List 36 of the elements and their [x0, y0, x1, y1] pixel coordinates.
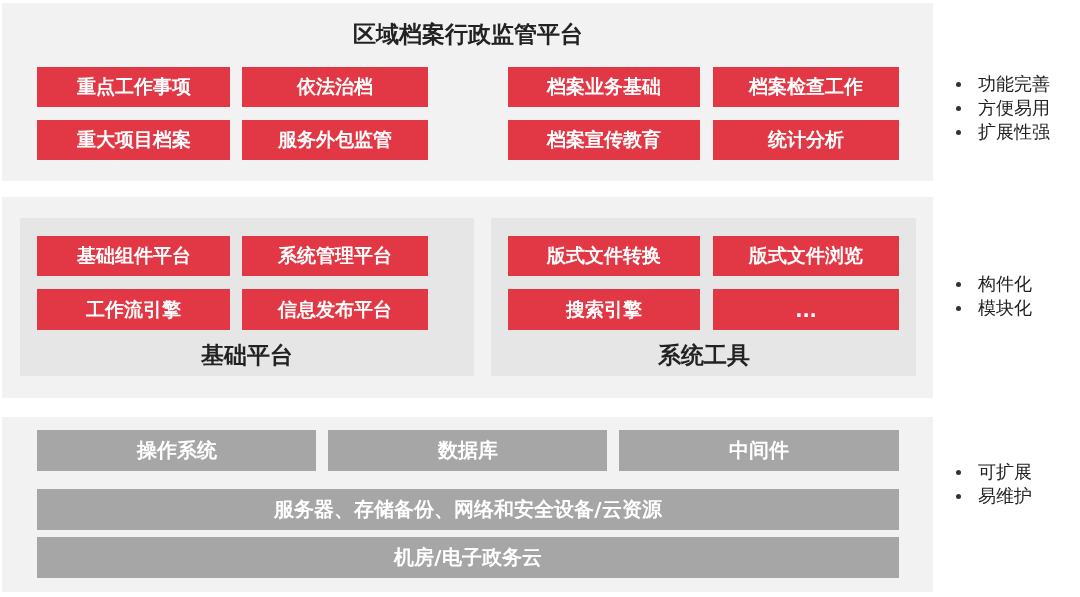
module-box: 档案宣传教育 [508, 120, 700, 160]
layer-heading: 基础平台 [201, 341, 293, 370]
module-box: 版式文件浏览 [713, 236, 899, 276]
infrastructure-box: 数据库 [328, 430, 607, 471]
module-box: 档案检查工作 [713, 67, 899, 107]
layer-heading: 系统工具 [657, 341, 750, 370]
feature-text: 易维护 [978, 484, 1032, 508]
module-box: 重大项目档案 [37, 120, 230, 160]
feature-text: 功能完善 [978, 72, 1050, 96]
group-panel [20, 218, 474, 376]
module-box: 信息发布平台 [242, 289, 428, 330]
module-box: 工作流引擎 [37, 289, 230, 330]
group-panel [491, 218, 916, 376]
layer-heading: 区域档案行政监管平台 [352, 20, 583, 49]
infrastructure-box: 服务器、存储备份、网络和安全设备/云资源 [37, 489, 899, 530]
module-box: 统计分析 [713, 120, 899, 160]
feature-text: 方便易用 [978, 96, 1050, 120]
layer-panel [2, 417, 933, 592]
layer-panel [2, 3, 933, 181]
infrastructure-box: 操作系统 [37, 430, 316, 471]
module-box: 档案业务基础 [508, 67, 700, 107]
feature-text: 构件化 [978, 272, 1032, 296]
module-box: 搜索引擎 [508, 289, 700, 330]
module-box: 依法治档 [242, 67, 428, 107]
infrastructure-box: 机房/电子政务云 [37, 537, 899, 578]
module-box: 基础组件平台 [37, 236, 230, 276]
module-box: 重点工作事项 [37, 67, 230, 107]
feature-text: 可扩展 [978, 460, 1032, 484]
feature-text: 模块化 [978, 296, 1032, 320]
module-box: ... [713, 289, 899, 330]
infrastructure-box: 中间件 [619, 430, 899, 471]
module-box: 系统管理平台 [242, 236, 428, 276]
layer-panel [2, 197, 933, 398]
module-box: 服务外包监管 [242, 120, 428, 160]
feature-text: 扩展性强 [978, 120, 1050, 144]
module-box: 版式文件转换 [508, 236, 700, 276]
